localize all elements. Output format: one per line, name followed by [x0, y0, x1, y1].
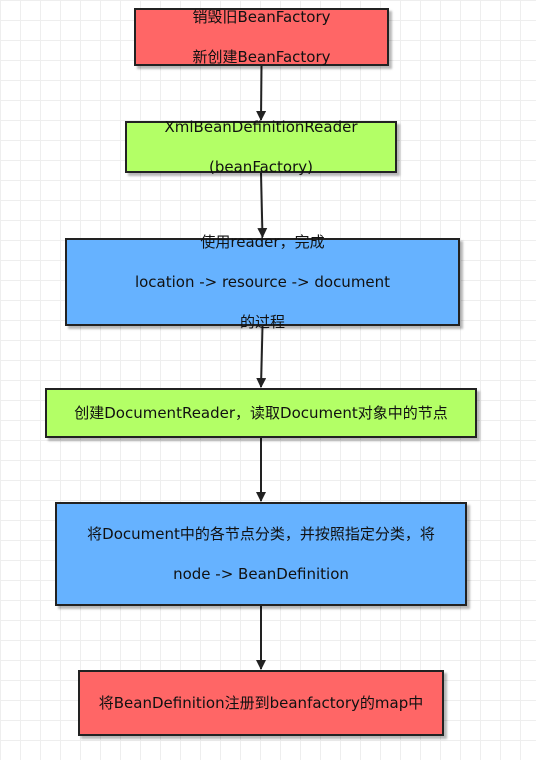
- node-line: 新创建BeanFactory: [192, 48, 331, 66]
- arrow-1: [256, 65, 267, 121]
- destroy-and-create-beanfactory-box: 销毁旧BeanFactory 新创建BeanFactory: [134, 8, 389, 66]
- register-beandefinition-box: 将BeanDefinition注册到beanfactory的map中: [78, 670, 444, 736]
- create-document-reader-box: 创建DocumentReader，读取Document对象中的节点: [45, 388, 477, 438]
- reader-location-to-document-box: 使用reader，完成 location -> resource -> docu…: [65, 233, 460, 331]
- node-line: (beanFactory): [209, 158, 313, 176]
- xml-bean-definition-reader-box: XmlBeanDefinitionReader (beanFactory): [125, 118, 397, 176]
- classify-document-nodes-box: 将Document中的各节点分类，并按照指定分类，将 node -> BeanD…: [55, 502, 467, 606]
- node-line: XmlBeanDefinitionReader: [164, 118, 358, 136]
- node-line: 销毁旧BeanFactory: [192, 8, 331, 26]
- arrow-3: [256, 325, 267, 388]
- node-line: 创建DocumentReader，读取Document对象中的节点: [74, 404, 448, 422]
- node-line: 将Document中的各节点分类，并按照指定分类，将: [87, 525, 435, 543]
- node-line: 将BeanDefinition注册到beanfactory的map中: [98, 694, 424, 712]
- node-line: location -> resource -> document: [134, 273, 391, 291]
- node-line: node -> BeanDefinition: [173, 565, 349, 583]
- node-line: 使用reader，完成: [200, 233, 325, 251]
- node-line: 的过程: [239, 313, 285, 331]
- arrow-2: [257, 172, 268, 238]
